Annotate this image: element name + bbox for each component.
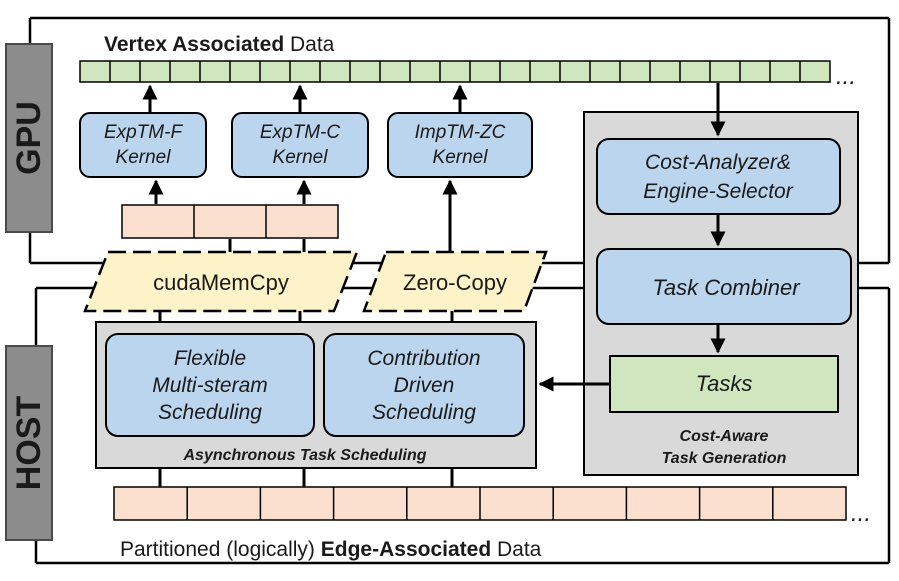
task-generation-caption-2: Task Generation [662, 450, 787, 467]
flexible-label-3: Scheduling [158, 401, 262, 424]
scheduling-caption: Asynchronous Task Scheduling [182, 447, 426, 464]
kernel-impt-zc: ImpTM-ZC Kernel [387, 112, 533, 178]
kernel-name: ImpTM-ZC [415, 122, 506, 143]
scheduling-edge-links [158, 469, 454, 487]
kernel-expt-c: ExpTM-C Kernel [231, 112, 369, 178]
flexible-label-1: Flexible [174, 347, 246, 370]
kernel-label: Kernel [116, 147, 172, 168]
buffer-to-kernel-arrows [148, 179, 312, 204]
gpu-buffer [121, 204, 339, 239]
kernel-expt-f: ExpTM-F Kernel [79, 112, 207, 178]
cost-aware-task-generation: Cost-Analyzer& Engine-Selector Task Comb… [583, 111, 859, 476]
kernel-label: Kernel [433, 147, 489, 168]
gpu-label: GPU [5, 43, 53, 233]
cudamemcpy-label: cudaMemCpy [153, 270, 289, 295]
kernel-label: Kernel [273, 147, 329, 168]
contribution-scheduling-box [323, 333, 525, 437]
task-combiner-label: Task Combiner [652, 275, 801, 300]
vertex-ellipsis: ... [836, 63, 856, 90]
task-generation-caption-1: Cost-Aware [680, 428, 769, 445]
host-label-text: HOST [10, 396, 48, 491]
contribution-label-3: Scheduling [372, 401, 476, 424]
zero-copy-label: Zero-Copy [403, 270, 507, 295]
edge-data-strip [113, 486, 847, 521]
vertex-data-title: Vertex Associated Data [104, 33, 335, 56]
cost-analyzer-label: Cost-Analyzer& [645, 151, 791, 174]
engine-selector-label: Engine-Selector [643, 180, 793, 203]
task-combiner-box [596, 248, 852, 325]
zero-copy-transfer: Zero-Copy [362, 250, 548, 313]
gpu-label-text: GPU [10, 101, 48, 175]
tasks-box [609, 355, 839, 413]
tasks-label: Tasks [696, 371, 753, 396]
kernel-name: ExpTM-F [104, 122, 184, 143]
cost-analyzer-box [596, 138, 841, 215]
edge-ellipsis: ... [851, 500, 871, 527]
contribution-label-2: Driven [394, 374, 455, 397]
cudamemcpy-transfer: cudaMemCpy [83, 250, 359, 313]
kernel-name: ExpTM-C [260, 122, 341, 143]
kernel-output-arrows [142, 84, 468, 112]
task-generation-arrows [538, 83, 726, 392]
asynchronous-task-scheduling: Flexible Multi-steram Scheduling Contrib… [95, 321, 537, 469]
edge-data-title: Partitioned (logically) Edge-Associated … [120, 538, 542, 561]
vertex-cell [79, 60, 831, 83]
flexible-label-2: Multi-steram [152, 374, 268, 397]
vertex-data-strip [79, 60, 831, 83]
contribution-label-1: Contribution [367, 347, 480, 370]
flexible-scheduling-box [105, 333, 315, 437]
host-label: HOST [5, 345, 53, 541]
